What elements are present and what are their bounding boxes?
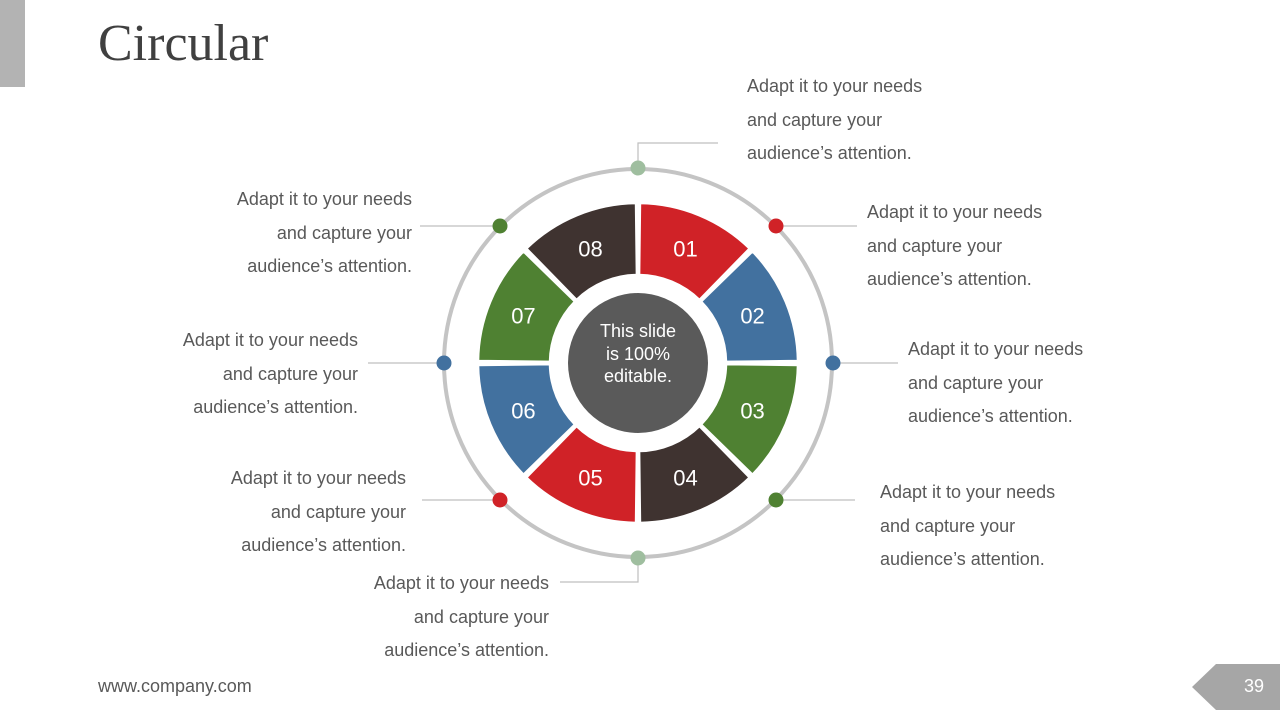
callout-line: and capture your xyxy=(747,109,883,130)
callout-label-top-right: Adapt it to your needs and capture your … xyxy=(867,196,1127,297)
center-text-line: editable. xyxy=(603,366,673,386)
callout-line: and capture your xyxy=(908,372,1044,393)
corner-accent-bar xyxy=(0,0,25,87)
footer-url: www.company.com xyxy=(98,676,252,696)
segment-08 xyxy=(524,201,639,302)
segment-02 xyxy=(699,249,800,364)
segment-number-03: 03 xyxy=(740,398,764,423)
segment-group: 01 02 03 04 05 06 07 08 xyxy=(476,201,800,525)
connector-line xyxy=(560,558,639,583)
segment-number-05: 05 xyxy=(578,466,602,491)
segment-number-01: 01 xyxy=(673,236,697,261)
callout-label-top: Adapt it to your needs and capture your … xyxy=(747,70,1007,171)
callout-line: and capture your xyxy=(880,515,1016,536)
callout-line: Adapt it to your needs xyxy=(908,339,1084,359)
center-text: This slide is 100% editable. xyxy=(568,320,708,388)
callout-label-top-left: Adapt it to your needs and capture your … xyxy=(152,183,412,284)
callout-dot xyxy=(825,355,841,371)
center-text-line: This slide xyxy=(599,321,677,341)
connector-line xyxy=(637,142,718,168)
segment-04 xyxy=(637,424,752,525)
slide-title: Circular xyxy=(98,15,269,72)
segment-number-07: 07 xyxy=(511,304,535,329)
callout-line: and capture your xyxy=(270,501,406,522)
callout-line: Adapt it to your needs xyxy=(867,202,1043,222)
segment-07 xyxy=(476,249,577,364)
callout-line: audience’s attention. xyxy=(247,256,412,276)
badge-shape xyxy=(1192,664,1280,710)
callout-dot xyxy=(436,355,452,371)
callout-line: Adapt it to your needs xyxy=(236,189,412,209)
callout-line: Adapt it to your needs xyxy=(230,468,406,488)
callout-dots xyxy=(436,160,841,566)
callout-dot xyxy=(630,160,646,176)
callout-dot xyxy=(768,218,784,234)
center-circle xyxy=(568,293,708,433)
callout-dot xyxy=(630,550,646,566)
callout-line: Adapt it to your needs xyxy=(747,76,923,96)
callout-dot xyxy=(492,218,508,234)
callout-line: Adapt it to your needs xyxy=(373,573,549,593)
callout-dot xyxy=(492,492,508,508)
callout-line: audience’s attention. xyxy=(747,143,912,163)
segment-number-04: 04 xyxy=(673,466,697,491)
callout-label-left: Adapt it to your needs and capture your … xyxy=(98,324,358,425)
connector-lines xyxy=(368,142,898,583)
segment-number-08: 08 xyxy=(578,236,602,261)
callout-dot xyxy=(768,492,784,508)
center-text-line: is 100% xyxy=(605,343,671,364)
callout-label-right: Adapt it to your needs and capture your … xyxy=(908,333,1168,434)
callout-line: audience’s attention. xyxy=(193,397,358,417)
segment-number-02: 02 xyxy=(740,304,764,329)
page-number-badge xyxy=(1192,664,1280,710)
callout-line: and capture your xyxy=(276,222,412,243)
callout-line: audience’s attention. xyxy=(867,269,1032,289)
callout-line: audience’s attention. xyxy=(880,549,1045,569)
segment-03 xyxy=(699,362,800,477)
callout-line: and capture your xyxy=(413,606,549,627)
callout-label-bottom: Adapt it to your needs and capture your … xyxy=(289,567,549,668)
segment-01 xyxy=(637,201,752,302)
segment-05 xyxy=(524,424,639,525)
segment-number-06: 06 xyxy=(511,398,535,423)
callout-line: audience’s attention. xyxy=(384,640,549,660)
callout-label-bottom-left: Adapt it to your needs and capture your … xyxy=(146,462,406,563)
callout-line: and capture your xyxy=(867,235,1003,256)
page-number: 39 xyxy=(1243,676,1265,696)
callout-line: Adapt it to your needs xyxy=(880,482,1056,502)
callout-label-bottom-right: Adapt it to your needs and capture your … xyxy=(880,476,1140,577)
callout-line: audience’s attention. xyxy=(908,406,1073,426)
segment-06 xyxy=(476,362,577,477)
callout-line: and capture your xyxy=(222,363,358,384)
callout-line: audience’s attention. xyxy=(241,535,406,555)
callout-line: Adapt it to your needs xyxy=(182,330,358,350)
